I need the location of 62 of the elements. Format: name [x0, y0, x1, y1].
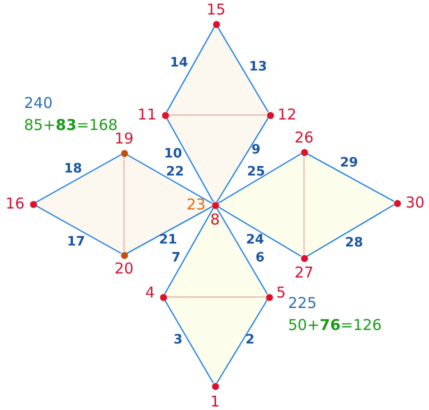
point-label: 23 — [186, 198, 206, 212]
edge-line — [36, 154, 122, 203]
edge-line — [216, 300, 268, 384]
diagonal-line — [168, 114, 266, 116]
diagonal-line — [303, 156, 305, 254]
point-dot — [30, 200, 36, 208]
point-label: 26 — [294, 130, 314, 146]
edge-line — [306, 153, 394, 202]
point-label: 1 — [210, 394, 220, 410]
point-label: 11 — [137, 108, 157, 122]
edge-label: 10 — [164, 148, 182, 160]
edge-line — [306, 204, 394, 257]
edge-line — [164, 300, 214, 384]
edge-label: 6 — [255, 252, 265, 264]
point-label: 4 — [145, 286, 155, 300]
point-dot — [212, 382, 218, 390]
edge-label: 17 — [66, 236, 86, 248]
edge-line — [126, 206, 212, 254]
edge-label: 28 — [344, 236, 364, 250]
point-dot — [160, 294, 166, 300]
edge-label: 21 — [158, 234, 178, 246]
edge-label: 29 — [340, 156, 358, 170]
edge-line — [166, 26, 215, 112]
point-label: 12 — [277, 108, 297, 122]
edge-line — [216, 118, 269, 202]
point-dot — [300, 148, 308, 156]
point-label: 15 — [206, 2, 226, 18]
edge-line — [217, 26, 269, 112]
point-dot — [162, 112, 168, 118]
diagonal-line — [166, 296, 266, 298]
point-dot — [120, 150, 128, 156]
point-label: 5 — [276, 286, 286, 300]
point-label: 30 — [405, 196, 425, 210]
edge-line — [164, 208, 214, 294]
point-dot — [212, 20, 220, 28]
point-label: 19 — [114, 132, 134, 146]
edge-line — [36, 205, 122, 254]
point-label: 8 — [210, 212, 220, 228]
edge-line — [166, 118, 214, 202]
point-label: 16 — [5, 196, 25, 212]
edge-label: 3 — [173, 334, 183, 346]
edge-line — [218, 153, 302, 204]
edge-label: 2 — [245, 334, 255, 346]
point-label: 27 — [294, 266, 314, 280]
diagonal-line — [123, 156, 125, 252]
edge-line — [216, 208, 268, 294]
edge-label: 18 — [64, 162, 82, 176]
point-dot — [394, 200, 400, 206]
edge-label: 25 — [246, 166, 266, 178]
edge-label: 13 — [248, 60, 268, 74]
edge-line — [126, 154, 212, 204]
edge-line — [218, 206, 302, 257]
edge-label: 22 — [166, 166, 184, 178]
edge-label: 9 — [251, 144, 261, 156]
edge-label: 14 — [170, 56, 188, 70]
area-note: 240 — [24, 96, 53, 111]
point-label: 20 — [114, 262, 134, 276]
edge-label: 24 — [246, 234, 264, 246]
sum-note: 50+76=126 — [288, 318, 382, 333]
edge-label: 7 — [171, 252, 181, 264]
sum-note: 85+83=168 — [24, 118, 118, 133]
area-note: 225 — [288, 296, 317, 311]
